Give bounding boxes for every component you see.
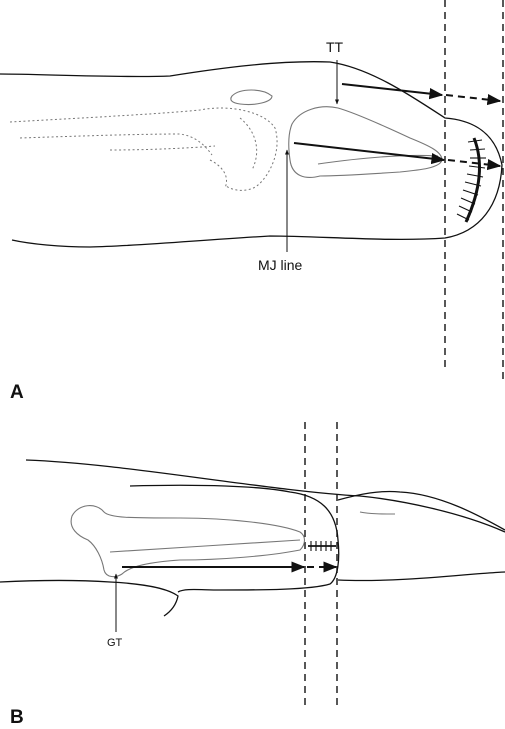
closure-suture <box>464 137 481 223</box>
patella-shape <box>230 89 273 106</box>
tibia-shape <box>288 106 443 178</box>
mj-line-label: MJ line <box>258 257 303 273</box>
torso-outline-top <box>25 459 505 533</box>
suture-stitches-b <box>308 541 336 551</box>
contralateral-limb-top <box>337 490 505 531</box>
tt-label: TT <box>326 39 344 55</box>
mj-dashed-arrow <box>447 158 502 171</box>
panel-b: GT B <box>0 422 505 728</box>
femur-condyle-edge <box>239 117 258 171</box>
thigh-stump-outline <box>129 484 340 593</box>
femur-inner-line <box>19 133 213 156</box>
femur-shaft-line <box>109 539 301 553</box>
tt-dashed-arrow <box>445 94 502 106</box>
suture-stitches <box>456 139 486 221</box>
panel-b-label: B <box>10 707 24 728</box>
panel-a-label: A <box>10 382 24 403</box>
torso-outline-bottom <box>0 579 179 617</box>
panel-a: TT MJ line A <box>0 0 504 403</box>
contralateral-limb-bottom <box>337 571 505 582</box>
tt-solid-arrow <box>341 83 444 100</box>
tibia-inner-line <box>317 154 439 165</box>
femur-condyle-line <box>109 145 227 189</box>
gt-label: GT <box>107 637 123 649</box>
femur-shape <box>70 505 306 578</box>
knee-crease <box>359 511 396 515</box>
mj-solid-arrow <box>293 142 446 165</box>
limb-outline <box>0 61 503 248</box>
femur-outline <box>9 107 278 191</box>
